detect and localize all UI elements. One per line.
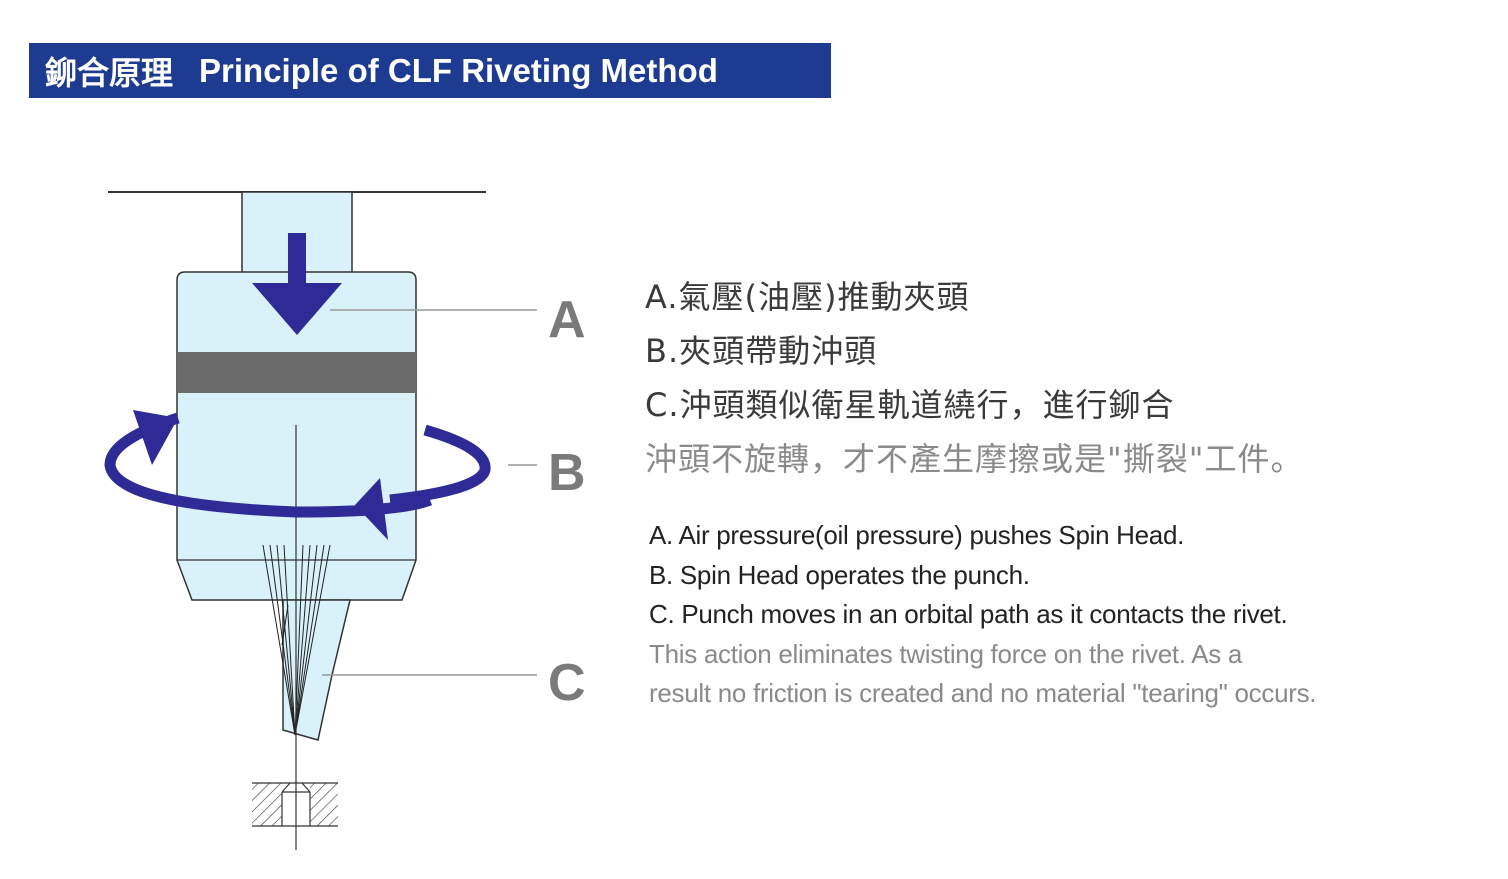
zh-line-note: 沖頭不旋轉，才不產生摩擦或是"撕裂"工件。 [645,440,1304,478]
en-line-c: C. Punch moves in an orbital path as it … [649,599,1288,629]
en-note-line-1: This action eliminates twisting force on… [649,639,1243,669]
rivet-workpiece [252,782,338,827]
orbit-lines [262,544,331,736]
zh-line-a: A.氣壓(油壓)推動夾頭 [645,278,970,316]
label-a: A [548,291,586,349]
down-arrow-icon [252,233,342,335]
en-line-a: A. Air pressure(oil pressure) pushes Spi… [649,520,1185,550]
en-note-line-2: result no friction is created and no mat… [649,678,1317,708]
title-chinese: 鉚合原理 [45,53,174,92]
en-line-b: B. Spin Head operates the punch. [649,560,1030,590]
rotation-arrow-front [389,424,491,506]
rotation-arrowhead-right-icon [355,478,388,540]
zh-line-c: C.沖頭類似衛星軌道繞行，進行鉚合 [645,386,1175,424]
title-banner: 鉚合原理 Principle of CLF Riveting Method [29,43,831,98]
label-b: B [548,444,586,502]
label-c: C [548,654,586,712]
rotation-arrowhead-left-icon [133,410,178,465]
band [177,352,416,393]
title-english: Principle of CLF Riveting Method [199,51,718,89]
zh-line-b: B.夾頭帶動沖頭 [645,332,878,370]
